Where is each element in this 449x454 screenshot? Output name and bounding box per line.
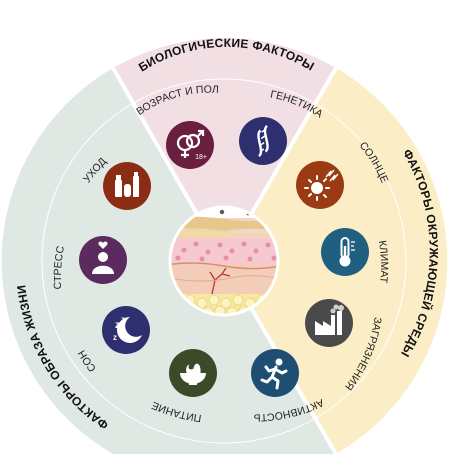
wheel-outline	[41, 78, 407, 444]
age-badge: 18+	[195, 154, 207, 161]
svg-text:z: z	[121, 315, 125, 324]
salad-bowl-icon	[169, 349, 217, 397]
sun-icon	[296, 161, 344, 209]
svg-text:z: z	[115, 320, 120, 331]
svg-text:z: z	[113, 333, 117, 342]
factory-icon	[305, 299, 353, 347]
cosmetics-icon	[103, 162, 151, 210]
climate-label: КЛИМАТ	[376, 240, 390, 285]
stress-label: СТРЕСС	[52, 245, 67, 290]
biological-sector	[113, 38, 336, 262]
moon-zzz-icon: z z z	[102, 306, 150, 354]
dna-icon	[239, 117, 287, 165]
thermometer-icon	[321, 228, 369, 276]
running-person-icon	[251, 349, 299, 397]
gender-symbols-icon: 18+	[166, 121, 214, 169]
person-heart-icon	[79, 236, 127, 284]
